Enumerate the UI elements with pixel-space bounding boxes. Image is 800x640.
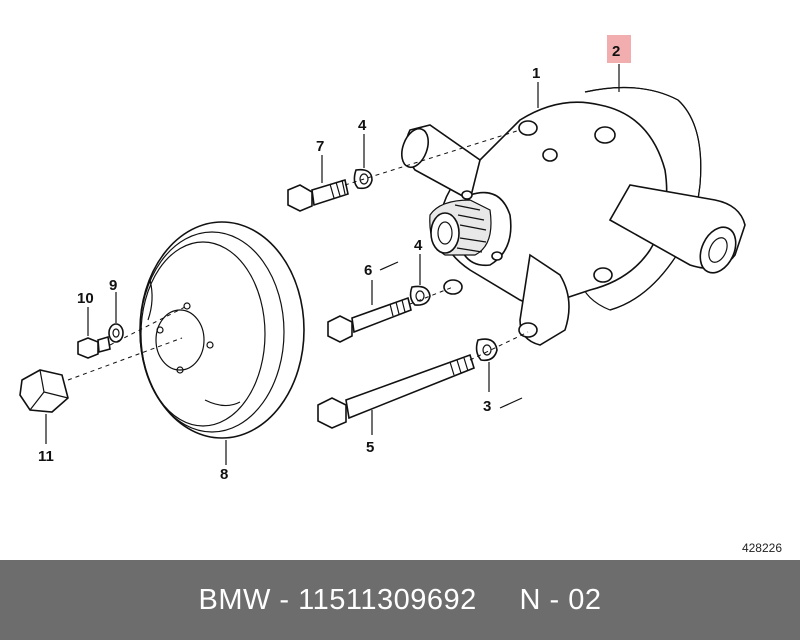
callout-10: 10: [77, 290, 94, 307]
bolt-10: [77, 335, 111, 359]
callout-4-top: 4: [358, 117, 367, 134]
parts-diagram: 1 2 3 4 4 5 6 7 8 9 10 11: [19, 43, 746, 483]
callout-1: 1: [532, 65, 540, 82]
diagram-number: 428226: [741, 541, 782, 555]
callout-11: 11: [38, 448, 54, 465]
bolt-6: [327, 296, 412, 343]
pulley: [139, 221, 305, 439]
callout-9: 9: [109, 277, 117, 294]
lock-washer-4-middle: [409, 285, 431, 306]
callout-6: 6: [364, 262, 372, 279]
water-pump-housing: [401, 86, 746, 346]
lock-washer-3: [475, 338, 498, 362]
callout-7: 7: [316, 138, 324, 155]
callout-8: 8: [220, 466, 228, 483]
part-number-label: BMW - 11511309692 N - 02: [198, 583, 602, 616]
callout-3: 3: [483, 398, 491, 415]
callout-5: 5: [366, 439, 374, 456]
footer-bar: BMW - 11511309692 N - 02: [0, 560, 800, 640]
bolt-5: [317, 353, 475, 429]
nut-11: [19, 369, 69, 413]
callout-2: 2: [612, 43, 620, 60]
washer-9: [108, 323, 124, 343]
highlight-marker: [607, 35, 631, 63]
bolt-7: [287, 178, 349, 212]
callout-4-middle: 4: [414, 237, 423, 254]
